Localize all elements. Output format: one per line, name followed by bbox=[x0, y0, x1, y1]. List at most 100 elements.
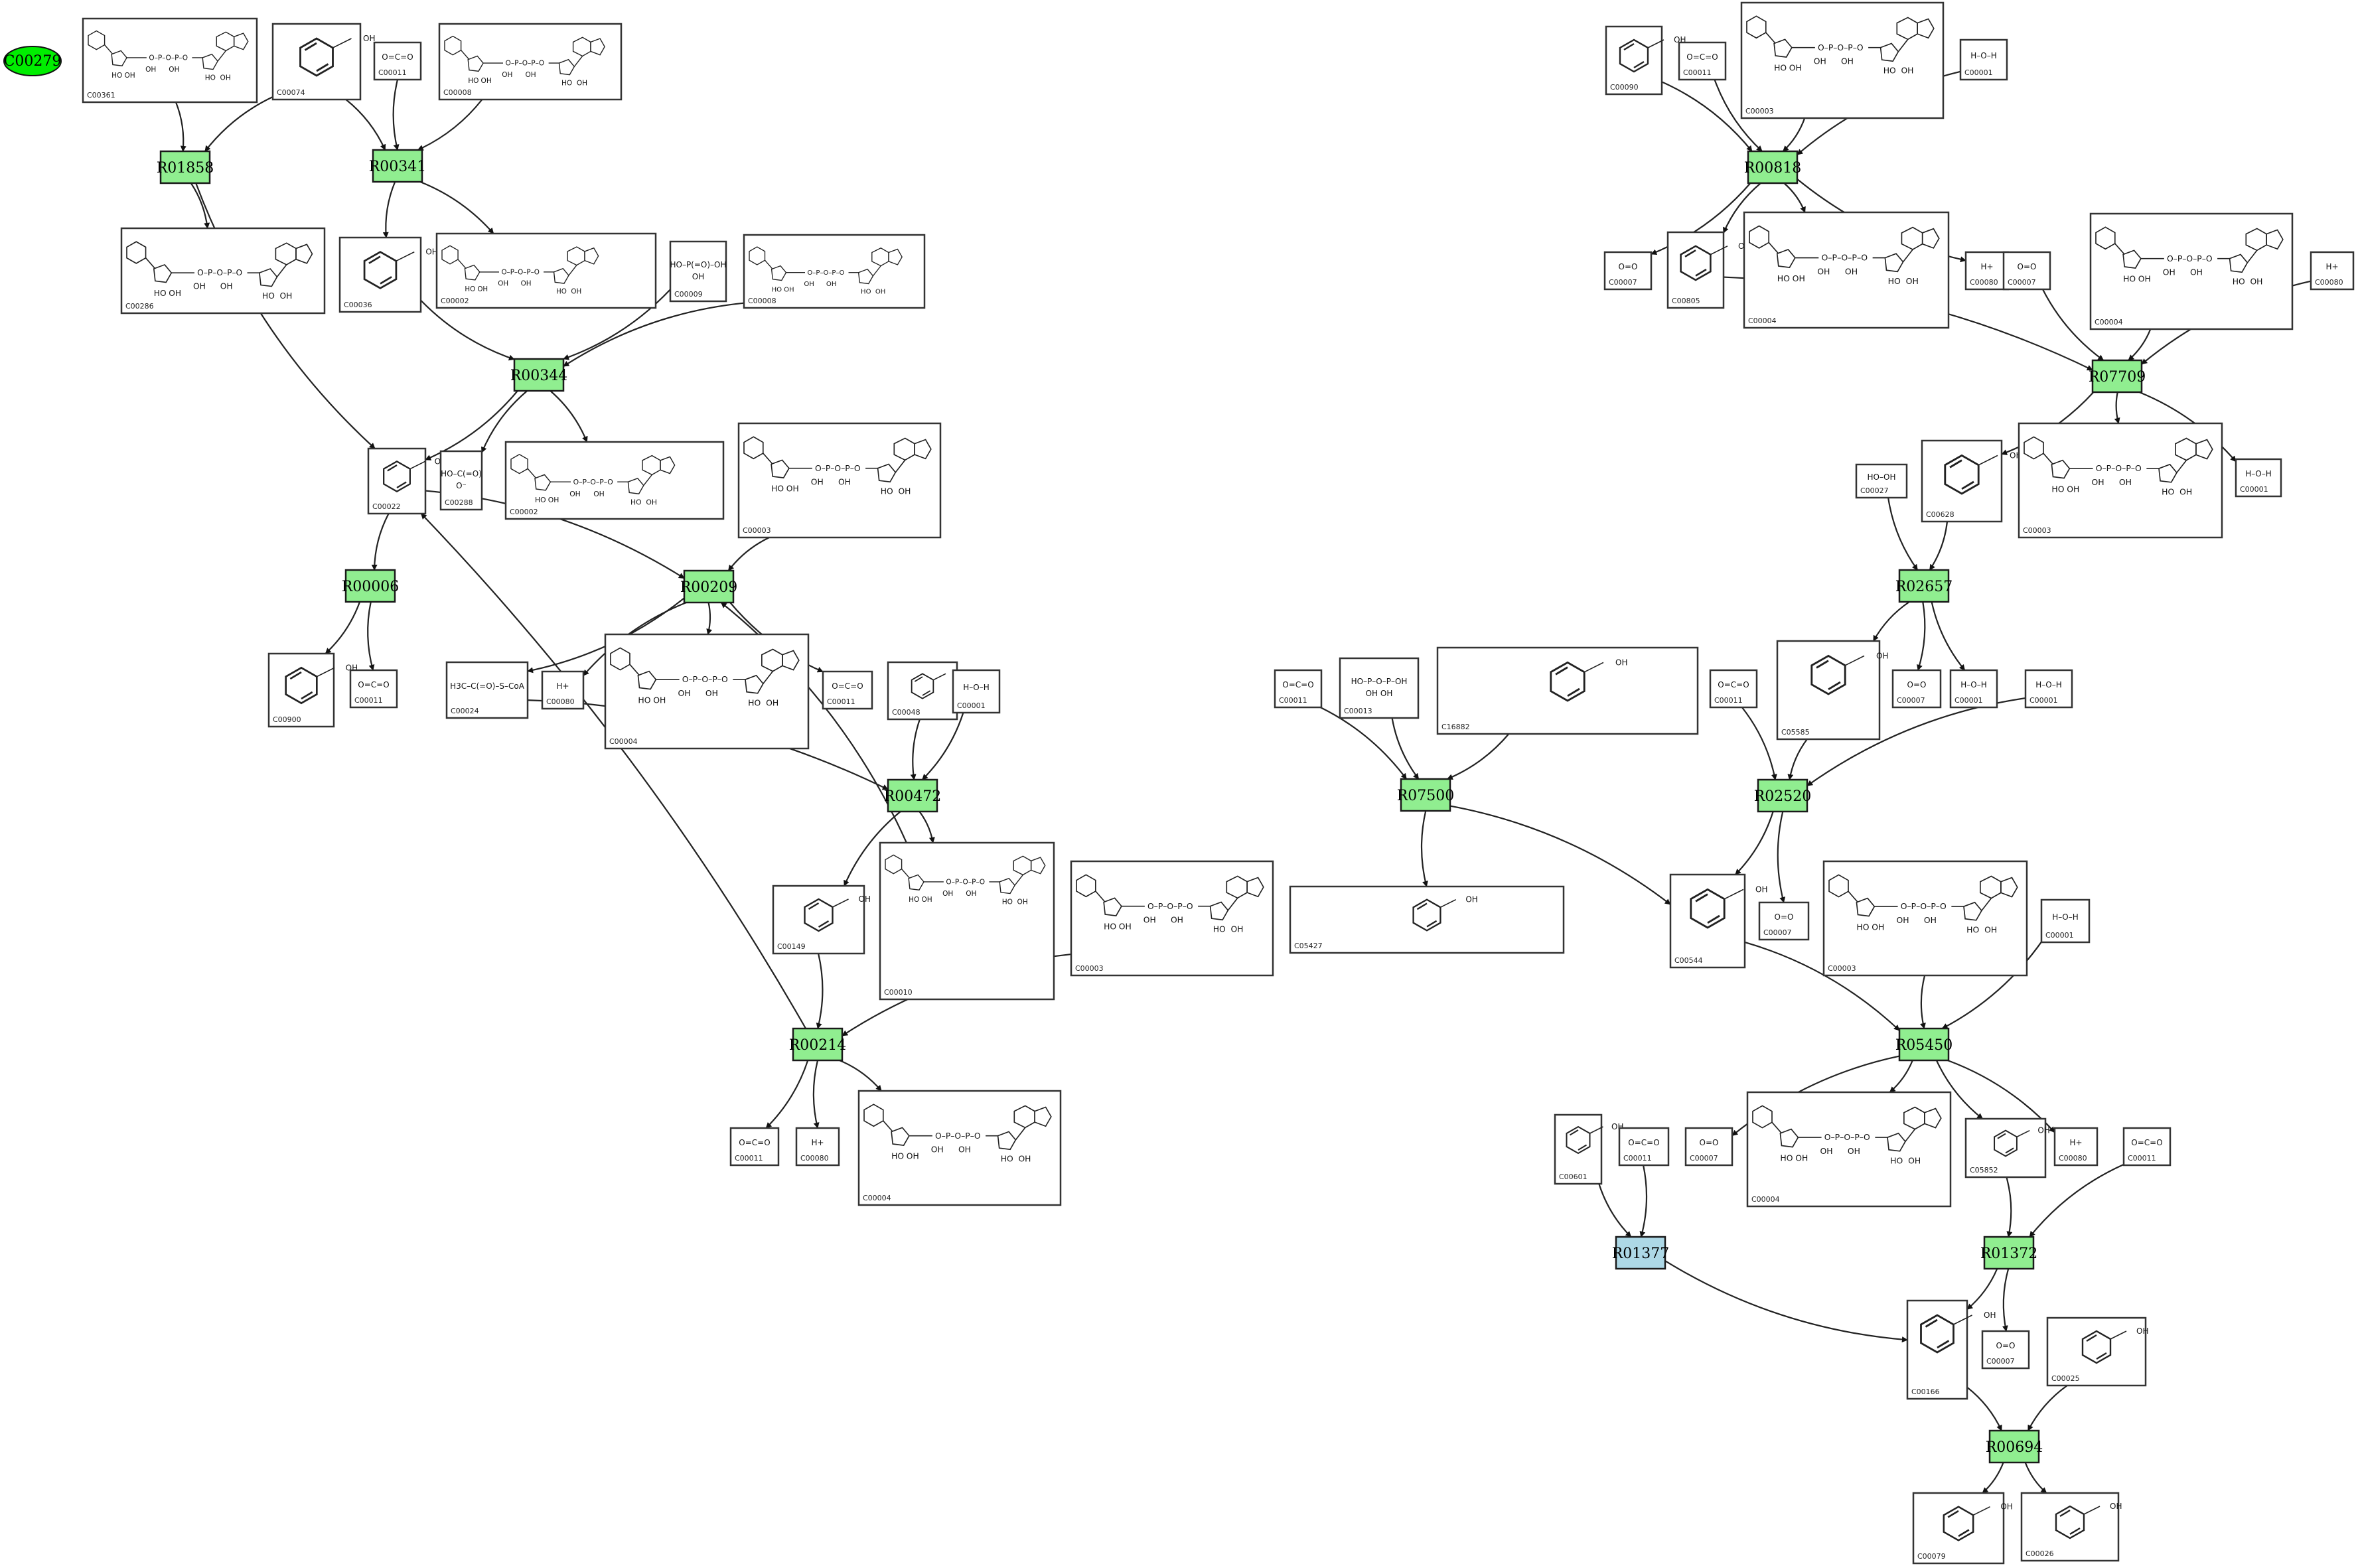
compound-box[interactable] bbox=[267, 652, 335, 728]
compound-C00003[interactable]: C00003 bbox=[1070, 860, 1274, 977]
compound-box[interactable] bbox=[772, 885, 865, 955]
compound-box[interactable] bbox=[1618, 1127, 1670, 1167]
compound-box[interactable] bbox=[1678, 41, 1727, 81]
reaction-R01372[interactable]: R01372 bbox=[1980, 1236, 2038, 1270]
compound-box[interactable] bbox=[271, 23, 362, 101]
compound-box[interactable] bbox=[1603, 251, 1653, 291]
compound-box[interactable] bbox=[373, 41, 422, 81]
compound-box[interactable] bbox=[367, 447, 427, 515]
reaction-R02520[interactable]: R02520 bbox=[1754, 778, 1812, 813]
reaction-R07500[interactable]: R07500 bbox=[1397, 778, 1455, 812]
compound-C00361[interactable]: C00361 bbox=[82, 17, 258, 104]
compound-box[interactable] bbox=[2053, 1127, 2099, 1167]
compound-box[interactable] bbox=[338, 236, 422, 313]
reaction-box[interactable] bbox=[372, 149, 423, 183]
compound-box[interactable] bbox=[504, 441, 725, 520]
compound-box[interactable] bbox=[2040, 898, 2091, 944]
reaction-box[interactable] bbox=[1757, 778, 1808, 813]
compound-C00048[interactable]: OHC00048 bbox=[887, 661, 966, 721]
compound-C00003[interactable]: C00003 bbox=[1822, 860, 2028, 977]
reaction-box[interactable] bbox=[159, 150, 211, 184]
compound-box[interactable] bbox=[952, 669, 1001, 714]
reaction-box[interactable] bbox=[1983, 1236, 2035, 1270]
compound-C00002[interactable]: C00002 bbox=[435, 232, 657, 309]
compound-C00004[interactable]: C00004 bbox=[2089, 212, 2294, 330]
reaction-R00341[interactable]: R00341 bbox=[369, 149, 427, 183]
reaction-box[interactable] bbox=[1898, 1027, 1950, 1062]
reaction-box[interactable] bbox=[1400, 778, 1451, 812]
compound-C00002[interactable]: C00002 bbox=[504, 441, 725, 520]
compound-box[interactable] bbox=[879, 841, 1055, 1001]
compound-box[interactable] bbox=[349, 669, 398, 709]
reaction-box[interactable] bbox=[1615, 1236, 1666, 1270]
compound-C00080[interactable]: H+C00080 bbox=[795, 1127, 840, 1167]
compound-C00080[interactable]: H+C00080 bbox=[2310, 251, 2355, 291]
compound-C00004[interactable]: C00004 bbox=[604, 633, 810, 750]
compound-C00022[interactable]: OHC00022 bbox=[367, 447, 447, 515]
compound-box[interactable] bbox=[1855, 463, 1908, 499]
compound-box[interactable] bbox=[1776, 640, 1881, 741]
compound-box[interactable] bbox=[795, 1127, 840, 1167]
compound-box[interactable] bbox=[1436, 646, 1699, 735]
seed-ellipse[interactable] bbox=[3, 46, 62, 76]
compound-box[interactable] bbox=[1959, 38, 2008, 81]
compound-box[interactable] bbox=[669, 240, 727, 303]
compound-box[interactable] bbox=[2122, 1127, 2172, 1167]
compound-C00004[interactable]: C00004 bbox=[857, 1090, 1062, 1206]
compound-box[interactable] bbox=[1949, 669, 1998, 709]
compound-box[interactable] bbox=[822, 670, 873, 710]
compound-box[interactable] bbox=[2024, 669, 2073, 709]
compound-box[interactable] bbox=[1891, 669, 1942, 709]
compound-box[interactable] bbox=[1339, 657, 1420, 719]
compound-box[interactable] bbox=[1912, 1492, 2005, 1565]
compound-C00004[interactable]: C00004 bbox=[1743, 211, 1950, 329]
reaction-R00344[interactable]: R00344 bbox=[510, 358, 568, 392]
compound-box[interactable] bbox=[1684, 1127, 1733, 1167]
compound-box[interactable] bbox=[737, 422, 942, 539]
compound-C00003[interactable]: C00003 bbox=[2018, 422, 2223, 539]
compound-box[interactable] bbox=[1758, 901, 1810, 941]
compound-box[interactable] bbox=[1964, 1117, 2047, 1178]
reaction-box[interactable] bbox=[1898, 569, 1950, 603]
reaction-box[interactable] bbox=[513, 358, 565, 392]
reaction-R01858[interactable]: R01858 bbox=[157, 150, 214, 184]
compound-box[interactable] bbox=[2089, 212, 2294, 330]
reaction-R07709[interactable]: R07709 bbox=[2089, 359, 2146, 393]
reaction-R05450[interactable]: R05450 bbox=[1895, 1027, 1953, 1062]
compound-box[interactable] bbox=[1964, 251, 2010, 291]
compound-box[interactable] bbox=[729, 1127, 780, 1167]
compound-C00008[interactable]: C00008 bbox=[438, 23, 623, 101]
compound-box[interactable] bbox=[1605, 25, 1663, 96]
compound-box[interactable] bbox=[439, 450, 483, 511]
compound-box[interactable] bbox=[2002, 251, 2051, 291]
reaction-R00006[interactable]: R00006 bbox=[342, 569, 400, 603]
compound-box[interactable] bbox=[2235, 458, 2282, 498]
reaction-box[interactable] bbox=[1747, 150, 1799, 184]
